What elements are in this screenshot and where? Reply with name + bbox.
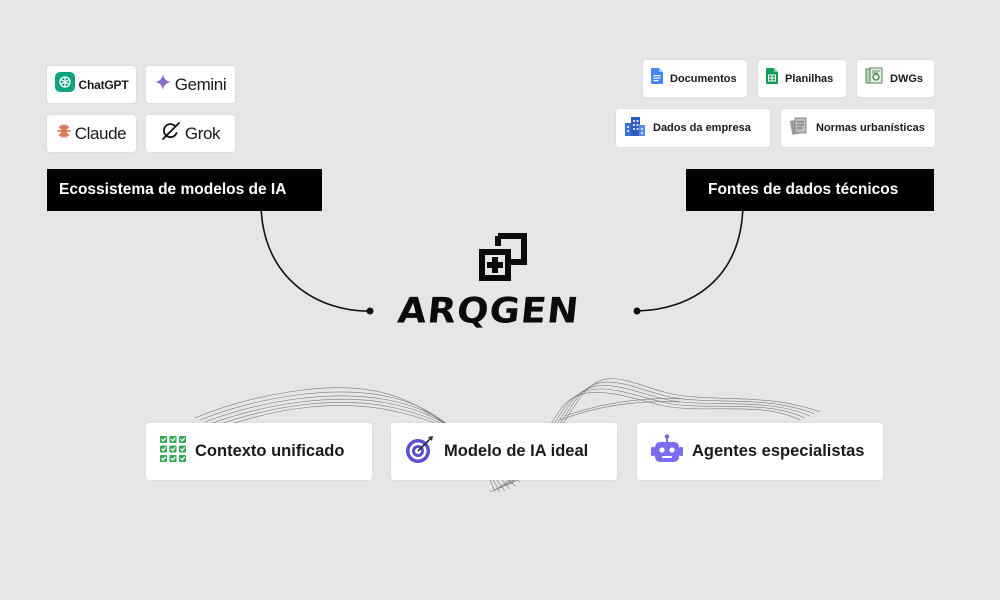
dwg-file-icon	[865, 67, 883, 90]
models-heading: Ecossistema de modelos de IA	[47, 169, 322, 211]
feature-label: Agentes especialistas	[692, 442, 865, 460]
robot-icon	[651, 434, 683, 469]
feature-label: Contexto unificado	[195, 442, 345, 460]
feature-label: Modelo de IA ideal	[444, 442, 589, 460]
feature-card-modelo: Modelo de IA ideal	[391, 423, 617, 480]
source-card-documentos: Documentos	[643, 60, 747, 97]
source-label: Dados da empresa	[653, 122, 751, 134]
brand-wordmark: ARQGEN	[395, 290, 582, 331]
source-label: Planilhas	[785, 72, 834, 85]
sources-heading: Fontes de dados técnicos	[686, 169, 934, 211]
checklist-grid-icon	[160, 436, 186, 467]
google-docs-icon	[651, 68, 663, 89]
source-label: Documentos	[670, 72, 737, 85]
model-card-gemini: Gemini	[146, 66, 235, 103]
feature-card-agentes: Agentes especialistas	[637, 423, 883, 480]
target-icon	[405, 434, 435, 469]
buildings-icon	[624, 116, 646, 141]
claude-asterisk-icon	[56, 124, 71, 143]
google-sheets-icon	[766, 68, 778, 89]
source-card-planilhas: Planilhas	[758, 60, 846, 97]
model-label: ChatGPT	[78, 77, 129, 92]
model-label: Grok	[184, 123, 221, 143]
gemini-sparkle-icon	[154, 74, 171, 95]
connector-models	[260, 203, 371, 312]
source-label: DWGs	[890, 72, 923, 85]
source-card-normas: Normas urbanísticas	[781, 109, 935, 147]
openai-icon	[54, 72, 75, 97]
model-card-chatgpt: ChatGPT	[47, 66, 136, 103]
connector-sources	[636, 203, 744, 312]
documents-stack-icon	[789, 116, 809, 141]
model-label: Gemini	[174, 74, 227, 94]
arqgen-logo-icon	[479, 233, 527, 281]
model-card-grok: Grok	[146, 115, 235, 152]
model-label: Claude	[74, 123, 127, 143]
grok-icon	[161, 121, 181, 146]
source-card-dados-empresa: Dados da empresa	[616, 109, 770, 147]
source-card-dwgs: DWGs	[857, 60, 934, 97]
model-card-claude: Claude	[47, 115, 136, 152]
feature-card-contexto: Contexto unificado	[146, 423, 372, 480]
source-label: Normas urbanísticas	[816, 122, 925, 134]
